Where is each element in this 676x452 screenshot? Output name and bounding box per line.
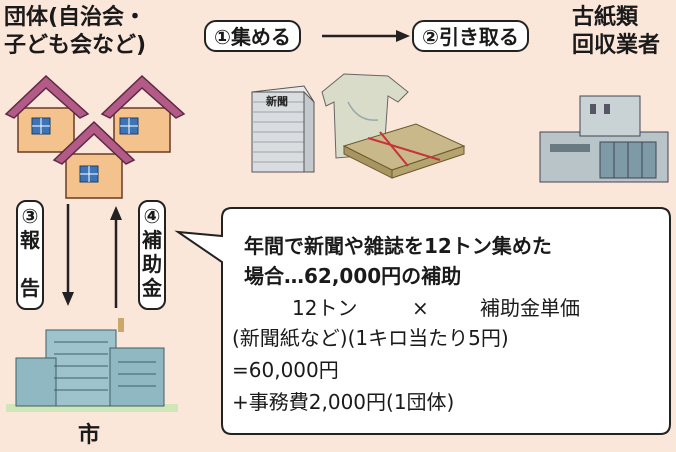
house-right — [100, 74, 186, 153]
step4-subsidy: ④ 補 助 金 — [138, 200, 166, 310]
step4-char2: 助 — [142, 252, 162, 276]
collector-label: 古紙類 回収業者 — [572, 4, 660, 60]
step3-number: ③ — [21, 204, 39, 228]
step2-pickup: ②引き取る — [412, 20, 529, 52]
clothes-icon — [321, 73, 409, 159]
cardboard-bundle-icon — [342, 123, 466, 179]
info-admin-fee: +事務費2,000円(1団体) — [232, 390, 455, 414]
collector-label-line1: 古紙類 — [572, 5, 639, 30]
step3-char1: 報 — [20, 228, 40, 252]
step1-label: 集める — [230, 25, 291, 49]
step1-collect: ①集める — [204, 20, 301, 52]
group-label-line2: 子ども会など) — [4, 33, 147, 58]
step2-number: ② — [422, 25, 439, 49]
info-formula-unit-price: 補助金単価 — [480, 296, 580, 320]
newspaper-stack-icon — [251, 85, 315, 173]
group-label: 団体(自治会・ 子ども会など) — [4, 4, 146, 60]
step4-char3: 金 — [142, 276, 162, 300]
arrow-right-collect — [322, 30, 410, 42]
step2-label: 引き取る — [438, 25, 519, 49]
collector-building-illustration — [539, 95, 669, 183]
group-label-line1: 団体(自治会・ — [4, 5, 147, 30]
info-formula-operator: × — [412, 296, 429, 320]
newspaper-label: 新聞 — [266, 94, 288, 108]
step4-number: ④ — [143, 204, 161, 228]
info-result: =60,000円 — [232, 358, 339, 382]
info-formula-amount: 12トン — [292, 296, 358, 320]
info-title-line2: 場合…62,000円の補助 — [244, 264, 462, 288]
step3-report: ③ 報 告 — [16, 200, 44, 310]
info-formula-note: (新聞紙など)(1キロ当たり5円) — [232, 326, 509, 350]
city-hall-illustration — [6, 318, 178, 412]
house-front — [52, 120, 136, 199]
info-title-line1: 年間で新聞や雑誌を12トン集めた — [244, 234, 552, 258]
recyclables-illustration: 新聞 — [251, 73, 466, 179]
houses-illustration — [4, 74, 186, 199]
collector-label-line2: 回収業者 — [572, 33, 661, 58]
arrow-down-report — [62, 204, 74, 306]
step3-char2: 告 — [20, 276, 40, 300]
house-left — [4, 74, 90, 153]
step4-char1: 補 — [142, 228, 162, 252]
step1-number: ① — [214, 25, 231, 49]
city-label: 市 — [78, 423, 101, 448]
arrow-up-subsidy — [110, 206, 122, 308]
